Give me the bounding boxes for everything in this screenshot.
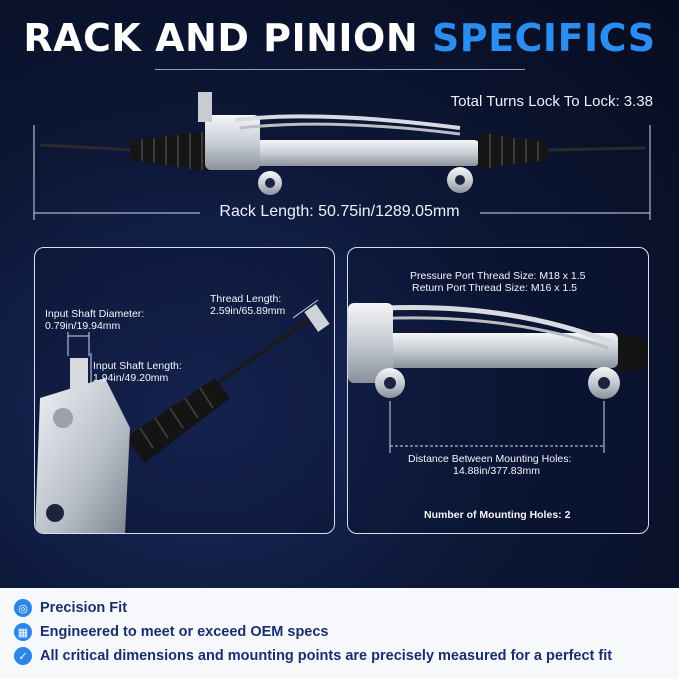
mounting-holes-label: Number of Mounting Holes: 2 [424,509,571,521]
feature-item: ▦ Engineered to meet or exceed OEM specs [14,623,329,641]
rack-length-label: Rack Length: 50.75in/1289.05mm [219,203,460,220]
right-boot [478,132,548,170]
pinion-closeup [35,304,330,533]
target-icon: ◎ [14,599,32,617]
return-port-label: Return Port Thread Size: M16 x 1.5 [412,282,577,294]
shaft-length-value: 1.94in/49.20mm [93,372,169,384]
left-boot [130,130,215,172]
rack-housing [210,140,480,166]
feature-text: Engineered to meet or exceed OEM specs [40,624,329,640]
shaft-length-label: Input Shaft Length: [93,360,182,372]
hole-distance-label: Distance Between Mounting Holes: [408,453,572,465]
title-main: RACK AND PINION [23,16,432,60]
check-icon: ✓ [14,647,32,665]
shaft-diameter-label: Input Shaft Diameter: [45,308,145,320]
thread-length-label: Thread Length: [210,293,282,305]
hole-distance-value: 14.88in/377.83mm [453,465,540,477]
rack-illustration [33,92,651,220]
feature-item: ✓ All critical dimensions and mounting p… [14,647,612,665]
mounting-closeup [348,303,648,453]
feature-text: All critical dimensions and mounting poi… [40,648,613,664]
feature-text: Precision Fit [40,600,128,616]
thread-length-value: 2.59in/65.89mm [210,305,286,317]
left-detail-panel: Input Shaft Diameter: 0.79in/19.94mm Inp… [34,247,335,534]
title-accent: SPECIFICS [431,16,656,60]
factory-icon: ▦ [14,623,32,641]
turns-label: Total Turns Lock To Lock: 3.38 [450,93,653,110]
shaft-dimension-lines [67,299,319,393]
right-detail-panel: Pressure Port Thread Size: M18 x 1.5 Ret… [347,247,649,534]
title-underline [155,69,525,70]
features-section: ◎ Precision Fit ▦ Engineered to meet or … [0,588,679,679]
pressure-port-label: Pressure Port Thread Size: M18 x 1.5 [410,270,586,282]
page-title: RACK AND PINION SPECIFICS [0,16,679,60]
feature-item: ◎ Precision Fit [14,599,127,617]
shaft-diameter-value: 0.79in/19.94mm [45,320,121,332]
